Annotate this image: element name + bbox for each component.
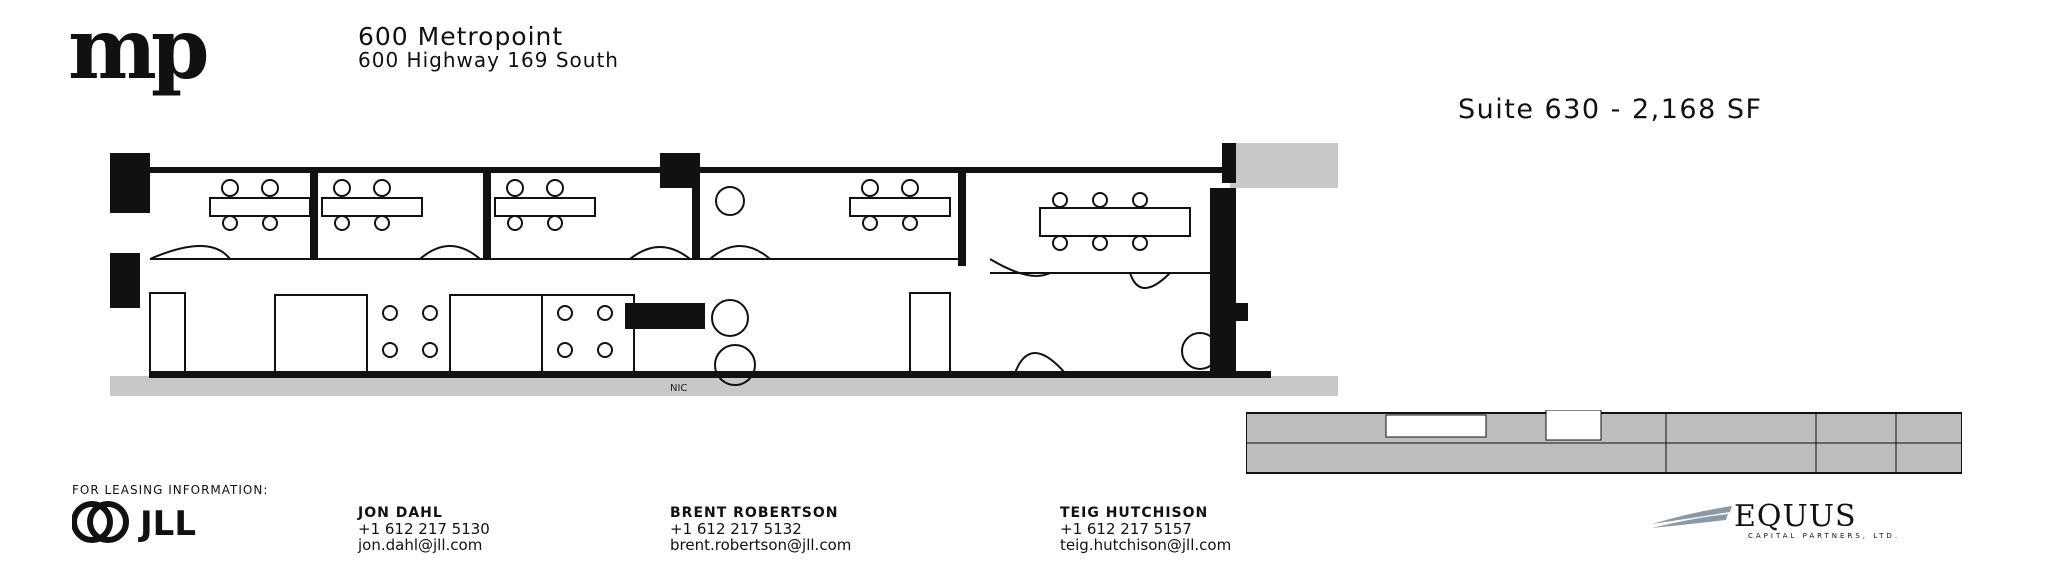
contact-name: JON DAHL [358,505,443,521]
leasing-heading: FOR LEASING INFORMATION: [72,483,269,497]
jll-text: JLL [138,504,196,544]
corridor-nic [110,376,1338,396]
contact-email[interactable]: brent.robertson@jll.com [670,536,852,554]
suite-label: Suite 630 - 2,168 SF [1458,94,1763,125]
equus-tagline: CAPITAL PARTNERS, LTD. [1748,532,1900,540]
logo-text: mp [68,18,207,98]
contact-name: TEIG HUTCHISON [1060,505,1209,521]
workstation-1 [274,294,368,374]
door-swing-2 [419,245,481,260]
door-swing-6 [1014,352,1066,374]
contact-email[interactable]: teig.hutchison@jll.com [1060,536,1232,554]
round-table-2 [711,299,749,337]
round-table-3 [714,344,756,386]
conference-table [1039,207,1191,237]
partition-2 [483,171,491,259]
partition-3 [692,171,700,259]
desk-1 [209,197,311,217]
desk-2 [321,197,423,217]
round-table-1 [715,186,745,216]
equus-name: EQUUS [1734,499,1857,534]
contact-brent-robertson: BRENT ROBERTSON +1 612 217 5132 brent.ro… [670,505,851,553]
workstation-3 [541,294,635,374]
east-wall [1210,188,1236,373]
copy-area [909,292,951,374]
key-plan-suite-highlight [1385,414,1487,438]
building-name: 600 Metropoint [358,22,564,51]
column-nw [110,153,150,213]
key-plan-core [1545,410,1602,441]
door-swing-4 [709,245,771,260]
reception-desk [625,303,705,329]
south-wall [149,371,1271,378]
door-swing-1 [149,245,231,260]
partition-4 [958,171,966,266]
round-table-4 [1181,332,1219,370]
column-ne [1222,143,1236,183]
door-swing-5 [989,258,1051,277]
contact-name: BRENT ROBERTSON [670,505,839,521]
nic-label: NIC [670,383,687,394]
column-w [110,253,140,308]
desk-4 [849,197,951,217]
contact-phone: +1 612 217 5157 [1060,520,1192,538]
desk-3 [494,197,596,217]
door-swing-3 [629,246,691,260]
contact-phone: +1 612 217 5130 [358,520,490,538]
contact-teig-hutchison: TEIG HUTCHISON +1 612 217 5157 teig.hutc… [1060,505,1231,553]
jll-logo: JLL [72,501,196,544]
building-address: 600 Highway 169 South [358,48,619,72]
column-e [1218,303,1248,321]
contact-jon-dahl: JON DAHL +1 612 217 5130 jon.dahl@jll.co… [358,505,490,553]
equus-logo: EQUUS CAPITAL PARTNERS, LTD. [1652,499,1900,540]
metropoint-logo: mp [68,18,213,98]
partition-1 [310,171,318,259]
floor-plan: NIC [110,143,1338,396]
workstation-2 [449,294,543,374]
contact-email[interactable]: jon.dahl@jll.com [358,536,483,554]
key-plan [1246,410,1962,474]
contact-phone: +1 612 217 5132 [670,520,802,538]
core-area [1230,143,1338,188]
kitchenette [149,292,186,374]
door-swing-7 [1129,272,1171,289]
